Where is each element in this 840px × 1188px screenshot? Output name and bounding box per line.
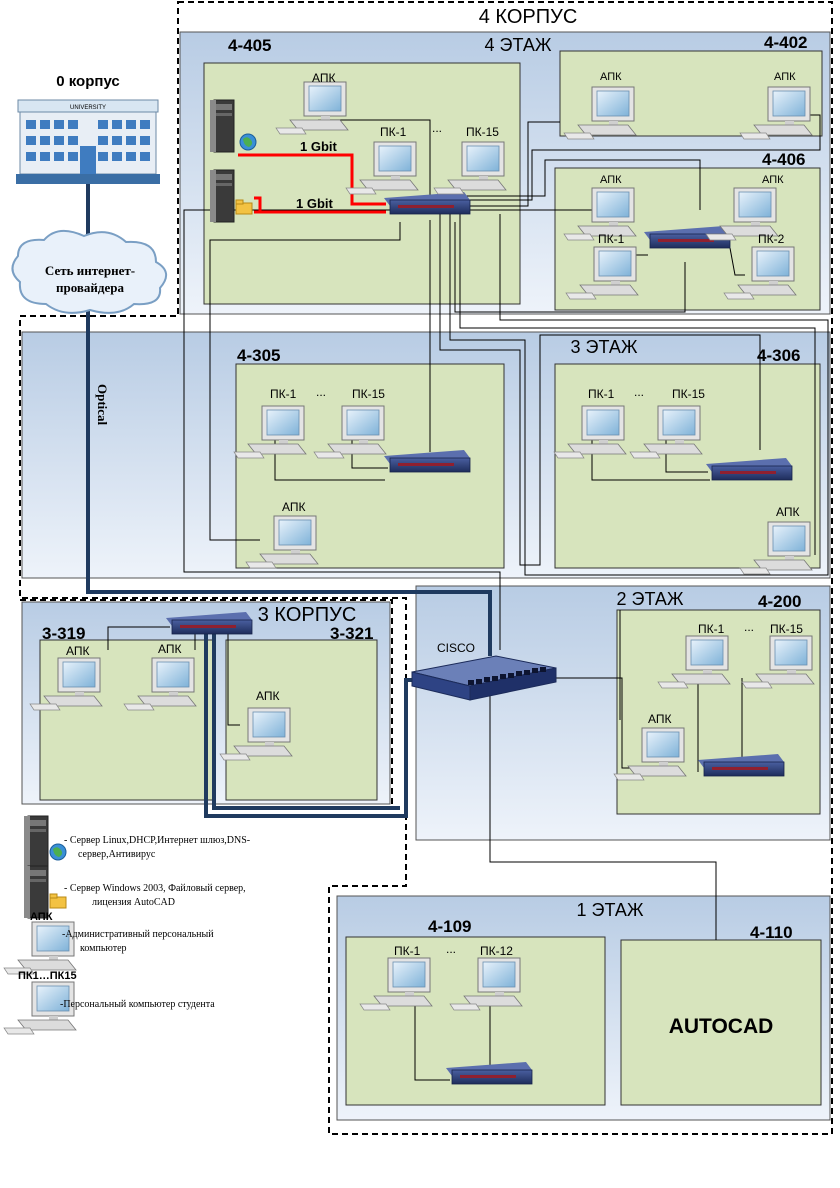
pc-label: ПК-15 [770,622,803,636]
pc-label: АПК [312,71,335,85]
pc-label: АПК [256,689,279,703]
pc-label: АПК [158,642,181,656]
optical-label: Optical [95,384,110,426]
room-label-3-319: 3-319 [42,624,85,643]
legend-linux-server-text-2: сервер,Антивирус [78,849,156,860]
gbit-label: 1 Gbit [296,196,334,211]
network-cables [107,114,829,1081]
floor-4-title: 4 ЭТАЖ [485,35,552,55]
pc-label: ПК-15 [466,125,499,139]
legend-linux-server-icon [23,815,67,869]
pc-label: АПК [776,505,799,519]
ellipsis-label: ... [744,620,754,634]
ellipsis-label: ... [634,385,644,399]
legend-windows-server-text: - Сервер Windows 2003, Файловый сервер, [64,883,246,894]
room-label-4-405: 4-405 [228,36,271,55]
internet-cloud-icon: Сеть интернет- провайдера [11,229,167,314]
room-4-110 [620,939,822,1106]
gbit-links [238,153,386,214]
building-3-border [20,599,393,806]
ellipsis-label: ... [446,942,456,956]
pc-label: АПК [762,174,784,186]
floor-2-title: 2 ЭТАЖ [617,589,684,609]
university-sign: UNIVERSITY [70,105,106,111]
pc-label: АПК [282,500,305,514]
room-label-4-200: 4-200 [758,592,801,611]
pc-label: ПК-1 [394,944,421,958]
pc-label: АПК [600,174,622,186]
legend-apk-title: АПК [30,911,53,923]
building-3-title: 3 КОРПУС [258,604,357,626]
floor-3-title: 3 ЭТАЖ [571,337,638,357]
pc-label: ПК-1 [270,387,297,401]
room-label-4-402: 4-402 [764,33,807,52]
legend-windows-server-text-2: лицензия AutoCAD [92,897,175,908]
building-4-border [19,1,833,1135]
autocad-label: AUTOCAD [669,1015,774,1038]
pc-label: ПК-1 [598,232,625,246]
pc-label: АПК [648,712,671,726]
cisco-core-switch: CISCO [411,641,557,701]
room-label-4-406: 4-406 [762,150,805,169]
pc-label: ПК-1 [588,387,615,401]
gbit-label: 1 Gbit [300,139,338,154]
room-label-3-321: 3-321 [330,624,373,643]
pc-label: ПК-15 [352,387,385,401]
room-label-4-306: 4-306 [757,346,800,365]
legend-apk-text: -Административный персональный [62,929,214,940]
pc-label: АПК [66,644,89,658]
building-4-title: 4 КОРПУС [479,6,578,28]
cloud-label-line1: Сеть интернет- [45,263,135,278]
legend-linux-server-text: - Сервер Linux,DHCP,Интернет шлюз,DNS- [64,835,250,846]
building-0-title: 0 корпус [56,73,120,90]
cisco-label: CISCO [437,641,475,655]
floor-1-title: 1 ЭТАЖ [577,900,644,920]
legend-apk-text-2: компьютер [80,943,127,954]
room-label-4-109: 4-109 [428,917,471,936]
legend-pc-title: ПК1…ПК15 [18,970,77,982]
cloud-label-line2: провайдера [56,280,124,295]
ellipsis-label: ... [432,121,442,135]
room-label-4-110: 4-110 [750,923,793,942]
pc-label: АПК [774,71,796,83]
room-label-4-305: 4-305 [237,346,280,365]
legend-pc-text: -Персональный компьютер студента [60,999,215,1010]
ellipsis-label: ... [316,385,326,399]
pc-label: ПК-15 [672,387,705,401]
pc-label: ПК-1 [380,125,407,139]
pc-label: ПК-1 [698,622,725,636]
pc-label: ПК-2 [758,232,785,246]
pc-label: ПК-12 [480,944,513,958]
pc-label: АПК [600,71,622,83]
university-building-icon: UNIVERSITY [16,99,160,184]
